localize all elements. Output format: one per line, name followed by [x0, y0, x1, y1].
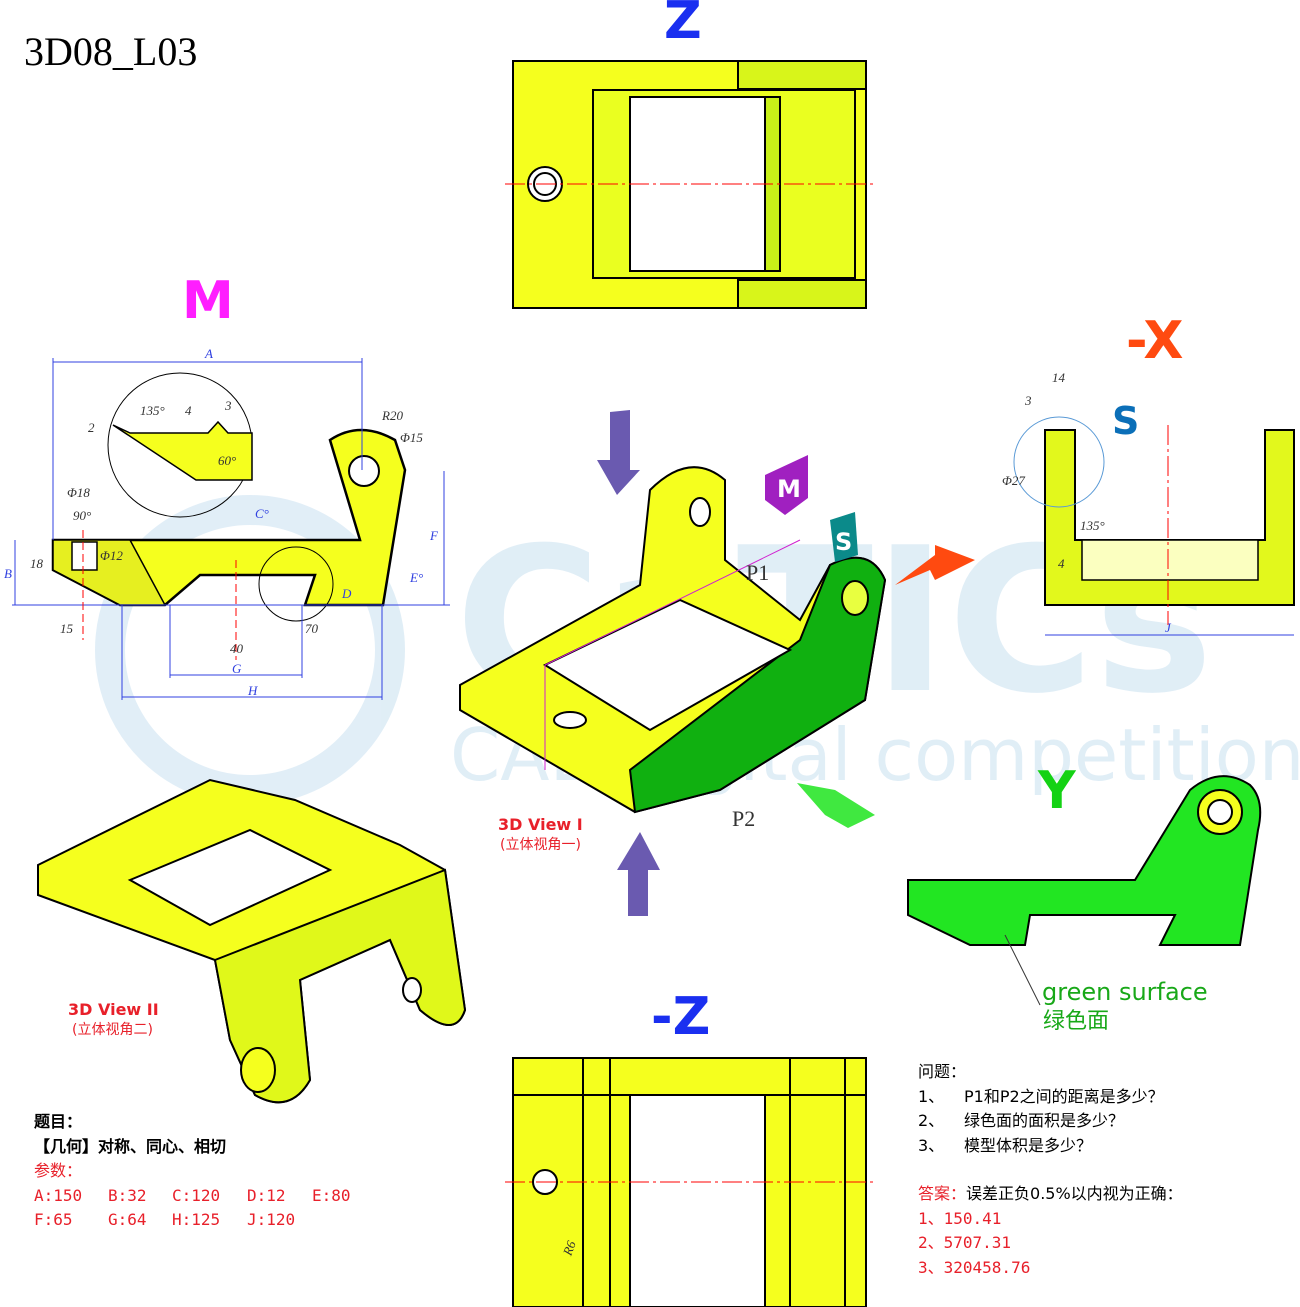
params-heading: 参数： [34, 1161, 83, 1180]
view-label-z: Z [664, 0, 702, 51]
label-p1: P1 [746, 560, 769, 585]
marker-m [765, 455, 808, 515]
svg-text:E°: E° [409, 570, 423, 585]
svg-text:90°: 90° [73, 508, 91, 523]
question-2: 2、绿色面的面积是多少？ [918, 1111, 1125, 1130]
svg-text:40: 40 [230, 641, 244, 656]
view-label-m: M [182, 271, 234, 331]
svg-text:B: B [4, 566, 12, 581]
topic-content: 【几何】对称、同心、相切 [34, 1136, 227, 1156]
svg-text:F: F [429, 528, 439, 543]
svg-text:60°: 60° [218, 453, 236, 468]
label-s: S [1112, 399, 1139, 443]
green-surface-label: green surface [1042, 978, 1208, 1006]
questions-heading: 问题： [918, 1062, 967, 1081]
view1-sub: (立体视角一) [500, 837, 581, 853]
svg-text:15: 15 [60, 621, 74, 636]
svg-text:18: 18 [30, 556, 44, 571]
svg-text:70: 70 [305, 621, 319, 636]
svg-text:4: 4 [185, 403, 192, 418]
svg-text:A: A [204, 346, 213, 361]
view2-label: 3D View II [68, 1000, 159, 1019]
svg-text:G: G [232, 661, 242, 676]
answer-heading-line: 答案：误差正负0.5%以内视为正确： [918, 1184, 1183, 1203]
svg-text:2: 2 [88, 420, 95, 435]
topic-heading: 题目： [34, 1112, 83, 1131]
side-view-y [907, 775, 1262, 1006]
marker-s [830, 512, 858, 562]
svg-text:Φ18: Φ18 [67, 485, 90, 500]
green-surface-label-zh: 绿色面 [1043, 1009, 1109, 1034]
view2-sub: (立体视角二) [72, 1022, 153, 1038]
svg-text:4: 4 [1058, 556, 1065, 571]
answer-3: 3、320458.76 [918, 1257, 1031, 1277]
bottom-view-neg-z [505, 1057, 875, 1307]
question-1: 1、P1和P2之间的距离是多少？ [918, 1086, 1164, 1106]
view-label-neg-z: -Z [651, 987, 710, 1047]
svg-text:135°: 135° [140, 403, 165, 418]
drawing-title: 3D08_L03 [24, 29, 198, 74]
answer-2: 2、5707.31 [918, 1233, 1012, 1252]
view-label-neg-x: -X [1126, 311, 1183, 371]
svg-text:3: 3 [224, 398, 232, 413]
view-label-y: Y [1037, 761, 1077, 821]
svg-text:3: 3 [1024, 393, 1032, 408]
svg-text:S: S [835, 528, 852, 556]
arrow-z [597, 410, 640, 495]
top-view-z [505, 60, 875, 309]
iso-view-2 [37, 778, 467, 1104]
svg-text:14: 14 [1052, 370, 1066, 385]
iso-view-1 [459, 466, 887, 814]
arrow-y [797, 783, 875, 828]
svg-text:M: M [777, 475, 801, 503]
arrow-neg-z [617, 832, 660, 916]
side-view-m: A B C° D E° F G H 18 15 40 70 Φ18 Φ12 Φ1… [4, 346, 450, 700]
view1-label: 3D View I [498, 815, 583, 834]
svg-text:Φ15: Φ15 [400, 430, 423, 445]
label-p2: P2 [732, 806, 755, 831]
svg-text:Φ27: Φ27 [1002, 473, 1025, 488]
svg-text:H: H [247, 683, 258, 698]
svg-text:Φ12: Φ12 [100, 548, 123, 563]
svg-text:135°: 135° [1080, 518, 1105, 533]
svg-text:C°: C° [255, 506, 269, 521]
answer-1: 1、150.41 [918, 1208, 1002, 1228]
question-3: 3、模型体积是多少？ [918, 1135, 1093, 1155]
arrow-neg-x [895, 545, 975, 585]
side-view-neg-x: S 14 3 Φ27 135° 4 J [1002, 370, 1295, 636]
questions-block: 问题： 1、P1和P2之间的距离是多少？ 2、绿色面的面积是多少？ 3、模型体积… [918, 1060, 1183, 1280]
svg-text:R20: R20 [381, 408, 403, 423]
svg-text:R6: R6 [559, 1238, 579, 1258]
svg-text:J: J [1165, 620, 1172, 635]
svg-text:D: D [341, 586, 352, 601]
